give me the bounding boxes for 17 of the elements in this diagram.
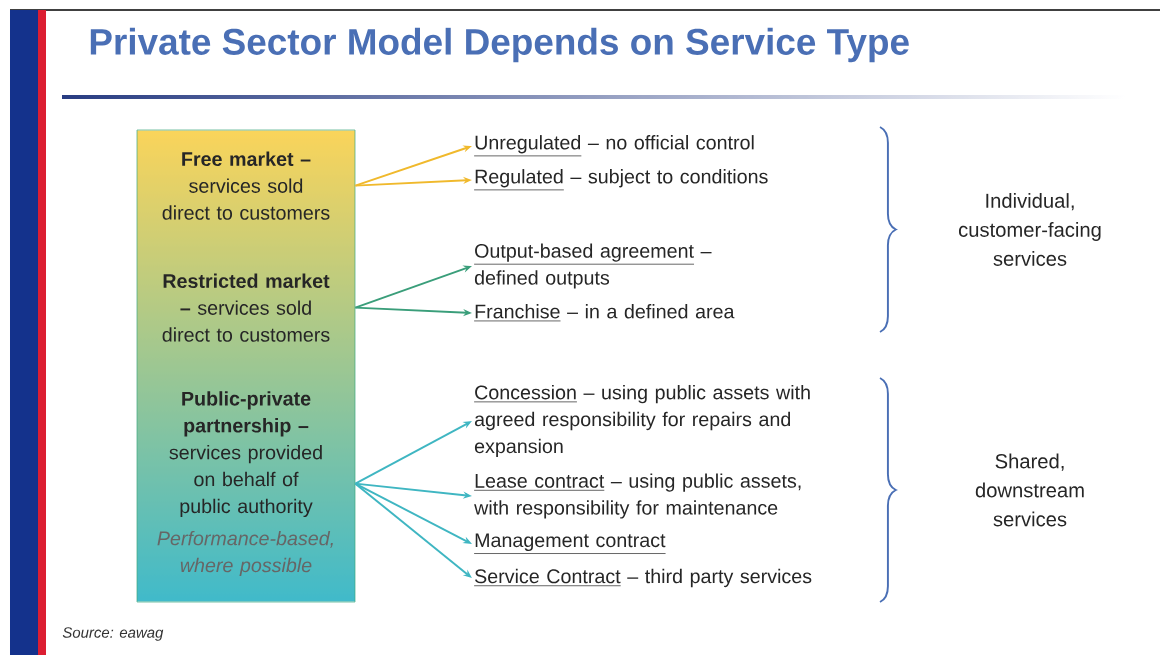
title: Private Sector Model Depends on Service Type [90, 27, 909, 63]
contract-type-text: Regulated – subject to conditions [473, 169, 768, 191]
arrow [354, 482, 472, 578]
contract-type-text: Concession – using public assets with agreed responsibility for repairs and expansion [473, 384, 810, 458]
market-type-text: Restricted market – services sold direct to customers [162, 273, 330, 342]
contract-type-text: Lease contract – using public assets, with responsibility for maintenance [473, 473, 801, 519]
source-note: Source: eawag [62, 627, 164, 641]
contract-type-text: Unregulated – no official control [473, 135, 754, 157]
contract-type-text: Service Contract – third party services [473, 568, 812, 588]
market-type-text: Free market – services sold direct to customers [162, 151, 330, 220]
contract-type-text: Management contract [473, 533, 666, 554]
market-type-text: Public-private partnership – services provided on behalf of public authority Performance-based, where possible [157, 391, 333, 577]
contract-type-text: Output-based agreement – defined outputs [473, 243, 712, 289]
group-label: Individual, customer-facing services [959, 193, 1101, 266]
contract-type-text: Franchise – in a defined area [473, 304, 735, 322]
gradient-panel [136, 129, 356, 603]
group-label: Shared, downstream services [975, 453, 1084, 527]
